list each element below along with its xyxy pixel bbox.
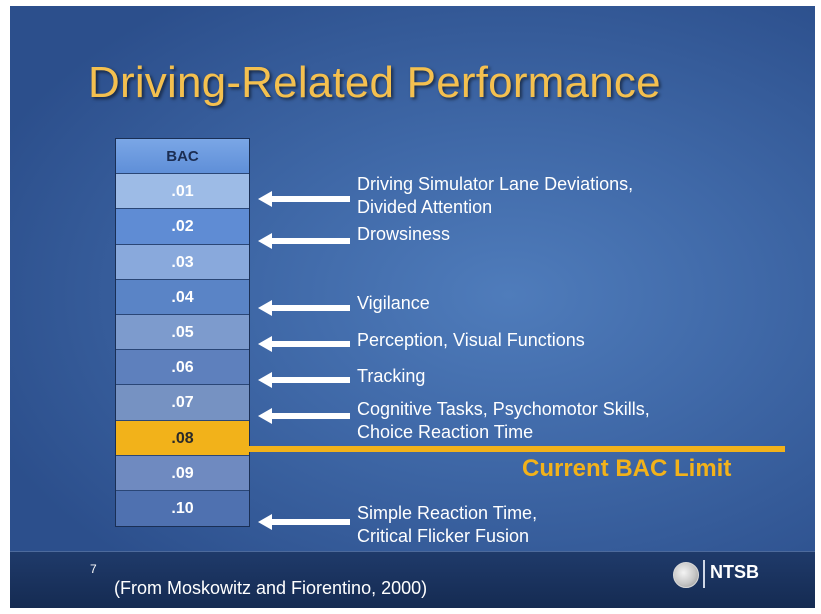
logo-divider (703, 560, 705, 588)
bac-cell: .02 (116, 209, 249, 245)
effect-line: Critical Flicker Fusion (357, 526, 530, 546)
bac-cell: .10 (116, 490, 249, 527)
effect-text: Driving Simulator Lane Deviations, Divid… (357, 173, 633, 219)
bac-table-header: BAC (116, 139, 249, 175)
bac-table: BAC .01 .02 .03 .04 .05 .06 .07 .08 .09 … (115, 138, 250, 528)
effect-text: Cognitive Tasks, Psychomotor Skills, Cho… (357, 398, 650, 444)
effect-line: Simple Reaction Time, (357, 503, 538, 523)
effect-line: Driving Simulator Lane Deviations, (357, 174, 634, 194)
left-arrow-icon (258, 336, 350, 352)
slide: Driving-Related Performance BAC .01 .02 … (10, 6, 815, 608)
bac-cell: .03 (116, 244, 249, 280)
effect-text: Tracking (357, 365, 425, 388)
bac-cell: .01 (116, 174, 249, 210)
effect-line: Divided Attention (357, 197, 493, 217)
bac-limit-label: Current BAC Limit (522, 455, 732, 482)
org-logo-text: NTSB (710, 562, 759, 582)
left-arrow-icon (258, 514, 350, 530)
bac-cell: .09 (116, 455, 249, 491)
slide-number: 7 (90, 562, 97, 576)
slide-title: Driving-Related Performance (88, 58, 661, 107)
effect-text: Perception, Visual Functions (357, 329, 585, 352)
bac-cell-limit: .08 (116, 420, 249, 456)
bac-cell: .06 (116, 350, 249, 386)
left-arrow-icon (258, 372, 350, 388)
left-arrow-icon (258, 300, 350, 316)
effect-line: Perception, Visual Functions (357, 330, 585, 350)
bac-cell: .04 (116, 279, 249, 315)
effect-line: Cognitive Tasks, Psychomotor Skills, (357, 399, 650, 419)
left-arrow-icon (258, 191, 350, 207)
effect-text: Drowsiness (357, 223, 450, 246)
left-arrow-icon (258, 408, 350, 424)
seal-icon (673, 562, 699, 588)
effect-text: Simple Reaction Time, Critical Flicker F… (357, 502, 537, 548)
bac-cell: .05 (116, 314, 249, 351)
effect-line: Tracking (357, 366, 426, 386)
effect-line: Vigilance (357, 293, 430, 313)
effect-text: Vigilance (357, 292, 430, 315)
bac-limit-line (248, 446, 785, 452)
left-arrow-icon (258, 233, 350, 249)
slide-footer: 7 (From Moskowitz and Fiorentino, 2000) … (10, 551, 815, 608)
effect-line: Choice Reaction Time (357, 422, 534, 442)
effect-line: Drowsiness (357, 224, 451, 244)
source-citation: (From Moskowitz and Fiorentino, 2000) (114, 578, 428, 598)
bac-cell: .07 (116, 385, 249, 421)
